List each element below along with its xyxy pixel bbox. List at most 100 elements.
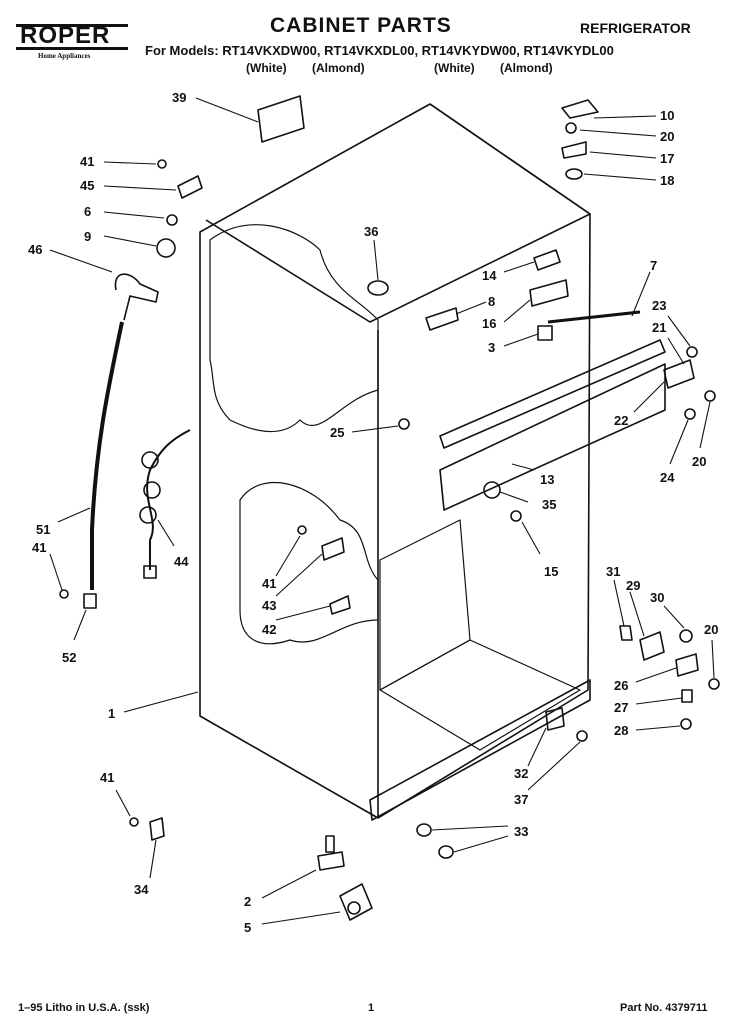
roller-5 xyxy=(339,883,373,921)
rear-bracket xyxy=(257,95,305,143)
callout-13: 13 xyxy=(540,472,554,487)
callout-32: 32 xyxy=(514,766,528,781)
hose-51 xyxy=(90,321,124,590)
divider-rail-upper xyxy=(439,339,666,449)
cabinet-cutout-lower xyxy=(239,482,379,645)
callout-41-bottom: 41 xyxy=(100,770,114,785)
toe-rail xyxy=(369,679,591,821)
callout-15: 15 xyxy=(544,564,558,579)
litho-note: 1–95 Litho in U.S.A. (ssk) xyxy=(18,1002,150,1014)
callout-8: 8 xyxy=(488,294,495,309)
color-label-1: (White) xyxy=(246,61,287,75)
callout-51: 51 xyxy=(36,522,50,537)
page-title: CABINET PARTS xyxy=(270,14,452,37)
callout-33: 33 xyxy=(514,824,528,839)
callout-20-right: 20 xyxy=(704,622,718,637)
callout-43: 43 xyxy=(262,598,276,613)
clamp-52 xyxy=(83,593,97,609)
power-cord-44 xyxy=(146,429,191,570)
screw-28 xyxy=(680,718,692,730)
drain-tube-46 xyxy=(114,273,159,321)
brand-logo-frame xyxy=(16,24,128,50)
callout-31: 31 xyxy=(606,564,620,579)
callout-22: 22 xyxy=(614,413,628,428)
callout-16: 16 xyxy=(482,316,496,331)
callout-28: 28 xyxy=(614,723,628,738)
callout-41-center: 41 xyxy=(262,576,276,591)
bushing-27 xyxy=(681,689,693,703)
callout-26: 26 xyxy=(614,678,628,693)
callout-3: 3 xyxy=(488,340,495,355)
compartment-floor xyxy=(379,639,581,751)
callout-7: 7 xyxy=(650,258,657,273)
heater-7 xyxy=(547,310,641,324)
callout-36: 36 xyxy=(364,224,378,239)
plug-33b xyxy=(438,845,454,859)
washer-23 xyxy=(686,346,698,358)
clip-14 xyxy=(533,249,561,271)
hinge-21 xyxy=(663,359,695,389)
washer-30 xyxy=(679,629,693,643)
callout-23: 23 xyxy=(652,298,666,313)
callout-45: 45 xyxy=(80,178,94,193)
callout-9: 9 xyxy=(84,229,91,244)
callout-1: 1 xyxy=(108,706,115,721)
screw-15 xyxy=(510,510,522,522)
brand-tagline: Home Appliances xyxy=(38,52,91,60)
bracket-34 xyxy=(149,817,165,841)
color-label-3: (White) xyxy=(434,61,475,75)
callout-5: 5 xyxy=(244,920,251,935)
screw-37 xyxy=(576,730,588,742)
callout-21: 21 xyxy=(652,320,666,335)
cabinet-body xyxy=(199,103,591,819)
brand-logo: ROPER xyxy=(20,22,111,49)
callout-10: 10 xyxy=(660,108,674,123)
callout-52: 52 xyxy=(62,650,76,665)
cord-plug xyxy=(143,565,157,579)
cabinet-top-front xyxy=(205,103,591,323)
hinge-bushing xyxy=(565,168,583,180)
screw-20c xyxy=(708,678,720,690)
grommet-6 xyxy=(166,214,178,226)
top-hinge xyxy=(561,141,587,159)
callout-35: 35 xyxy=(542,497,556,512)
leveling-leg-2 xyxy=(317,835,345,871)
callout-30: 30 xyxy=(650,590,664,605)
callout-20-mid: 20 xyxy=(692,454,706,469)
knob-35 xyxy=(483,481,501,499)
callout-25: 25 xyxy=(330,425,344,440)
callout-24: 24 xyxy=(660,470,675,485)
callout-42: 42 xyxy=(262,622,276,637)
plug-33a xyxy=(416,823,432,837)
bracket-32 xyxy=(545,707,565,731)
bracket-8 xyxy=(425,307,459,331)
callout-20: 20 xyxy=(660,129,674,144)
callout-29: 29 xyxy=(626,578,640,593)
color-label-4: (Almond) xyxy=(500,61,553,75)
hinge-26 xyxy=(675,653,699,677)
top-hinge-cover xyxy=(561,99,599,119)
hinge-screw-top xyxy=(565,122,577,134)
bracket-16 xyxy=(529,279,569,307)
callout-14: 14 xyxy=(482,268,497,283)
callout-37: 37 xyxy=(514,792,528,807)
callout-27: 27 xyxy=(614,700,628,715)
callout-17: 17 xyxy=(660,151,674,166)
bracket-43 xyxy=(321,537,345,561)
callout-2: 2 xyxy=(244,894,251,909)
screw-41d xyxy=(129,817,139,827)
callout-39: 39 xyxy=(172,90,186,105)
screw-20b xyxy=(704,390,716,402)
block-3 xyxy=(537,325,553,341)
callout-46: 46 xyxy=(28,242,42,257)
clip-45 xyxy=(177,175,203,199)
callout-18: 18 xyxy=(660,173,674,188)
callout-6: 6 xyxy=(84,204,91,219)
clip-42 xyxy=(329,595,351,615)
plug-36 xyxy=(367,280,389,296)
screw-25 xyxy=(398,418,410,430)
callout-labels: 39 10 20 17 18 41 45 6 9 46 36 14 7 8 16… xyxy=(28,90,718,935)
screw-41a xyxy=(157,159,167,169)
part-number: Part No. 4379711 xyxy=(620,1002,708,1014)
washer-24 xyxy=(684,408,696,420)
